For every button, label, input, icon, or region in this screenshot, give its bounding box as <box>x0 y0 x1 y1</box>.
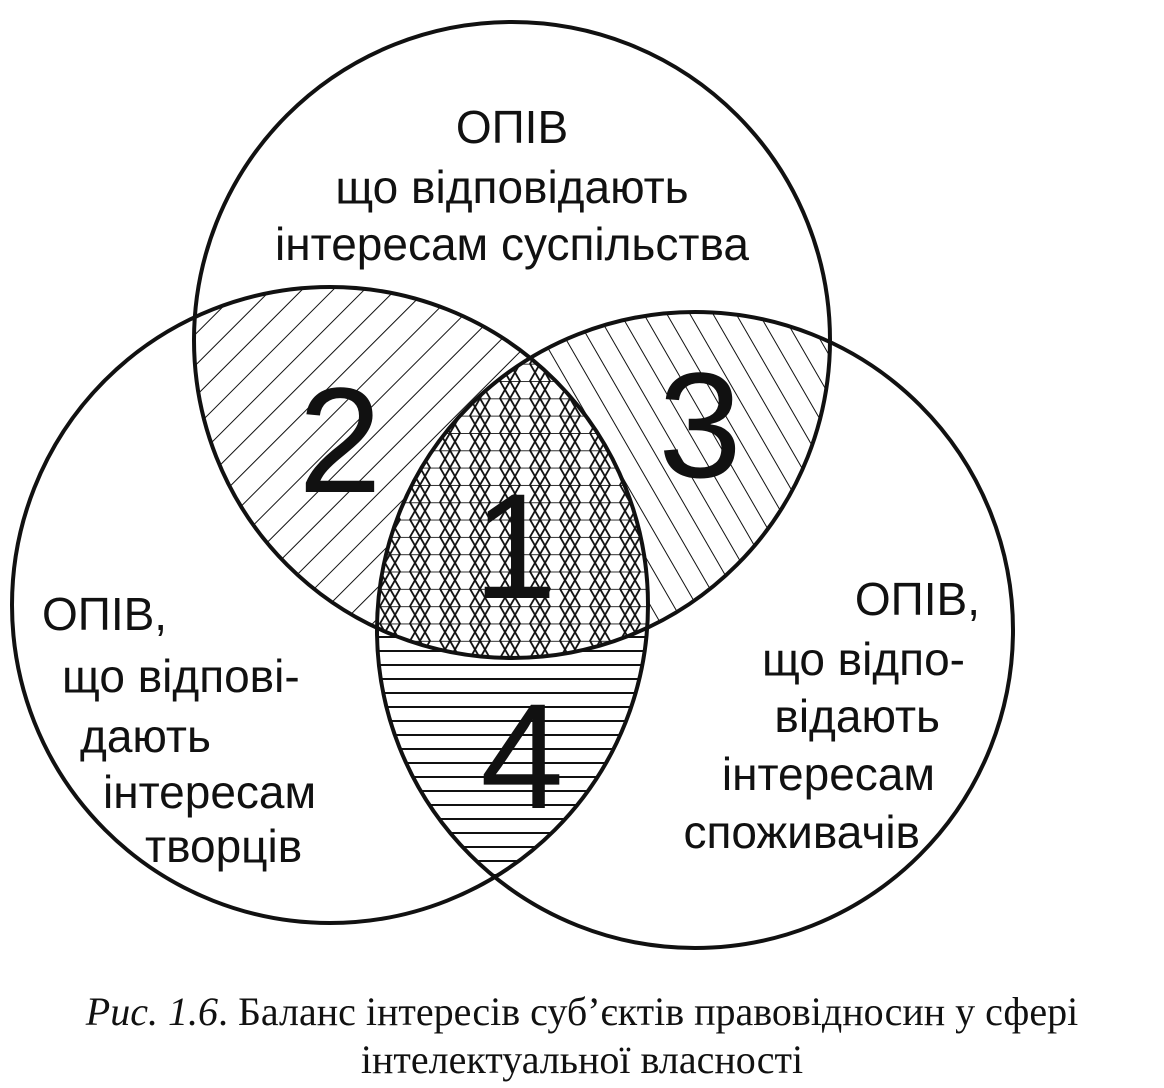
region-1-number: 1 <box>473 462 556 630</box>
caption-figure-label: Рис. 1.6 <box>85 989 218 1034</box>
consumers-label-line-4: інтересам <box>722 748 935 800</box>
consumers-label: ОПІВ, що відпо- відають інтересам спожив… <box>683 573 980 858</box>
consumers-label-line-5: споживачів <box>683 806 920 858</box>
society-label-line-3: інтересам суспільства <box>275 218 749 270</box>
society-label-line-1: ОПІВ <box>456 101 568 153</box>
caption-line-2: інтелектуальної власності <box>360 1037 804 1082</box>
figure-caption: Рис. 1.6. Баланс інтересів суб’єктів пра… <box>0 988 1164 1084</box>
creators-label-line-3: дають <box>80 710 211 762</box>
circle-consumers <box>375 310 1015 950</box>
creators-label-line-5: творців <box>145 820 302 872</box>
circle-creators <box>10 285 650 925</box>
creators-label: ОПІВ, що відпові- дають інтересам творці… <box>42 588 316 872</box>
region-3-number: 3 <box>658 341 741 509</box>
society-label-line-2: що відповідають <box>335 161 688 213</box>
region-4-number: 4 <box>480 672 563 840</box>
creators-label-line-1: ОПІВ, <box>42 588 167 640</box>
creators-label-line-2: що відпові- <box>62 650 300 702</box>
creators-label-line-4: інтересам <box>103 766 316 818</box>
region-2-number: 2 <box>298 356 381 524</box>
venn-diagram: ОПІВ що відповідають інтересам суспільст… <box>10 20 1015 950</box>
consumers-label-line-1: ОПІВ, <box>855 573 980 625</box>
consumers-label-line-2: що відпо- <box>762 633 965 685</box>
caption-line-1: Рис. 1.6. Баланс інтересів суб’єктів пра… <box>0 988 1164 1036</box>
caption-text: . Баланс інтересів суб’єктів правовіднос… <box>217 989 1079 1034</box>
society-label: ОПІВ що відповідають інтересам суспільст… <box>275 101 749 270</box>
consumers-label-line-3: відають <box>774 690 940 742</box>
